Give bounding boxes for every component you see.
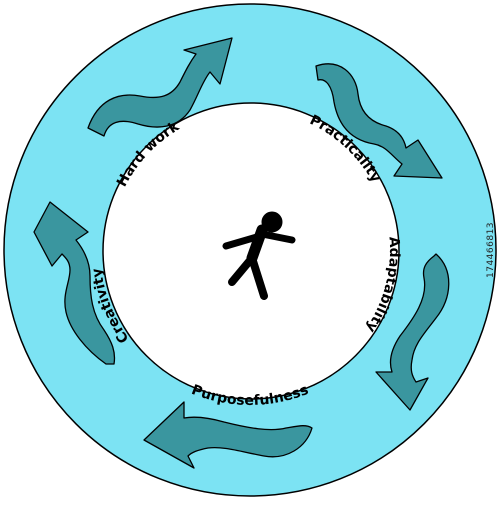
wavy-arrow-bottom-icon	[143, 401, 313, 469]
wavy-arrow-top-left-icon	[87, 37, 233, 137]
wavy-arrow-top-right-icon	[315, 63, 443, 179]
wavy-arrow-right-icon	[375, 253, 450, 411]
arrows-group	[33, 37, 450, 469]
wavy-arrow-left-icon	[33, 201, 116, 365]
running-person-icon	[222, 211, 296, 300]
stock-id-text: 174466813	[486, 221, 496, 279]
